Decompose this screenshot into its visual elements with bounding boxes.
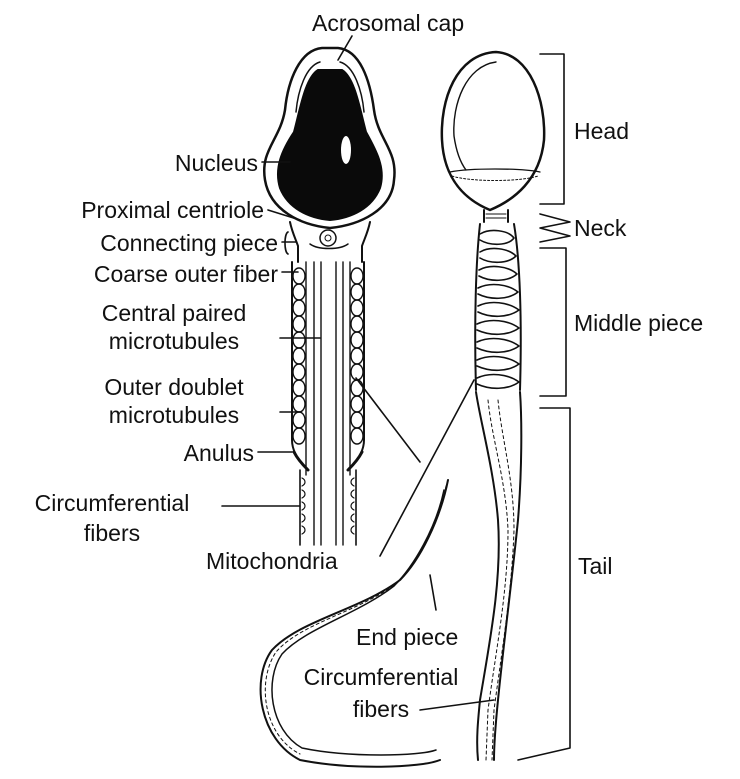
mitochondria-right-column [351, 268, 363, 444]
label-connecting-piece: Connecting piece [20, 230, 278, 256]
label-neck: Neck [574, 215, 626, 241]
label-central-paired: Central paired [74, 300, 274, 326]
region-brackets [518, 54, 570, 760]
label-end-piece: End piece [356, 624, 458, 650]
label-circumferential-left: Circumferential [4, 490, 220, 516]
label-nucleus: Nucleus [120, 150, 258, 176]
nucleus-shape [278, 70, 382, 220]
label-circumferential-right: Circumferential [276, 664, 486, 690]
mitochondria-left-column [293, 268, 305, 444]
label-outer-doublet-microtubules: microtubules [74, 402, 274, 428]
label-middle-piece: Middle piece [574, 310, 703, 336]
label-central-paired-microtubules: microtubules [74, 328, 274, 354]
label-proximal-centriole: Proximal centriole [20, 197, 264, 223]
circumferential-fibers-left [302, 478, 354, 534]
label-coarse-outer-fiber: Coarse outer fiber [20, 261, 278, 287]
label-fibers-right: fibers [276, 696, 486, 722]
label-mitochondria: Mitochondria [206, 548, 338, 574]
label-head: Head [574, 118, 629, 144]
proximal-centriole-shape [320, 230, 336, 246]
label-acrosomal-cap: Acrosomal cap [312, 10, 464, 36]
label-fibers-left: fibers [4, 520, 220, 546]
label-anulus: Anulus [120, 440, 254, 466]
label-outer-doublet: Outer doublet [74, 374, 274, 400]
label-tail: Tail [578, 553, 613, 579]
